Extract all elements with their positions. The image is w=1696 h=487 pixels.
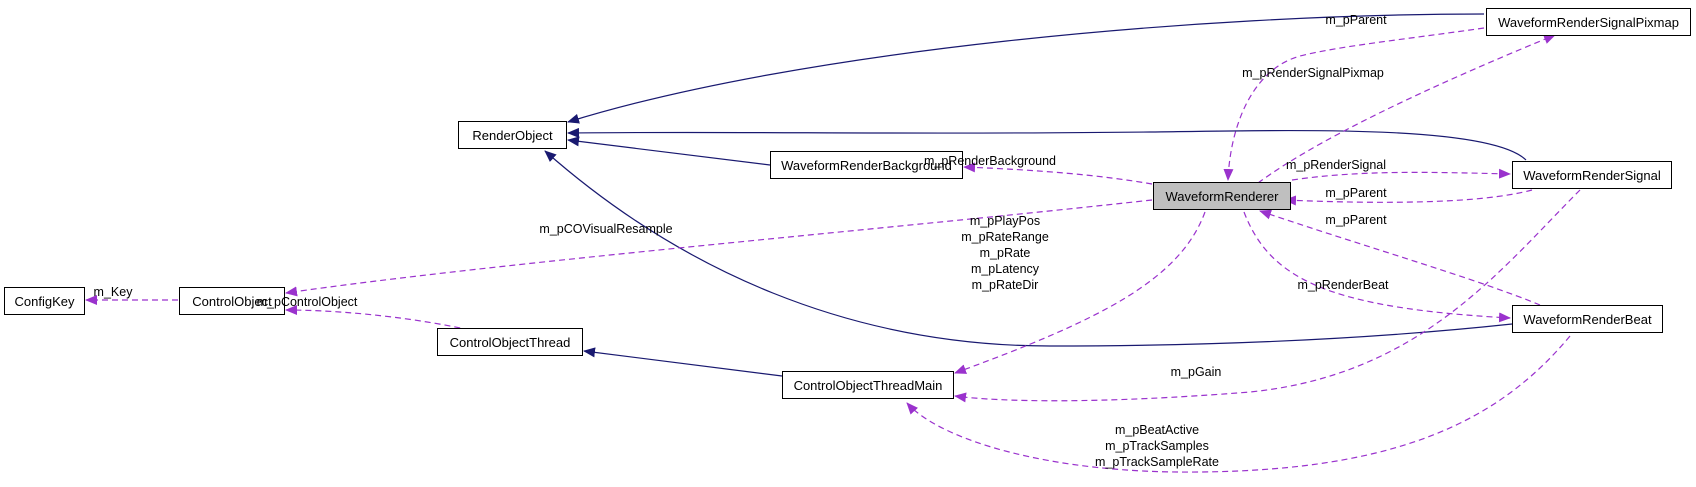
edge-gain [954,189,1581,403]
node-waveform-render-beat[interactable]: WaveformRenderBeat [1512,305,1663,333]
node-control-object-thread-main[interactable]: ControlObjectThreadMain [782,371,954,399]
label-track-sample-rate: m_pTrackSampleRate [1095,455,1219,469]
edge-threadmain-inherits-thread [583,347,783,377]
label-rate-dir: m_pRateDir [971,278,1039,292]
label-control-object: m_pControlObject [256,295,358,309]
label-beat-thread-main: m_pBeatActive m_pTrackSamples m_pTrackSa… [1095,422,1219,470]
label-latency: m_pLatency [970,262,1040,276]
label-track-samples: m_pTrackSamples [1105,439,1209,453]
node-waveform-render-signal[interactable]: WaveformRenderSignal [1512,161,1672,189]
edge-render-signal [1291,168,1511,181]
label-render-signal-pixmap: m_pRenderSignalPixmap [1242,66,1384,80]
label-render-beat: m_pRenderBeat [1297,278,1389,292]
node-waveform-render-background[interactable]: WaveformRenderBackground [770,151,963,179]
label-co-visual-resample: m_pCOVisualResample [539,222,673,236]
edge-control-object [285,305,471,331]
label-gain: m_pGain [1170,365,1222,379]
edge-render-signal-pixmap [1257,34,1556,184]
node-waveform-render-signal-pixmap[interactable]: WaveformRenderSignalPixmap [1486,8,1691,36]
label-play-pos: m_pPlayPos [969,214,1041,228]
label-render-signal: m_pRenderSignal [1285,158,1387,172]
node-control-object[interactable]: ControlObject [179,287,285,315]
label-signal-parent: m_pParent [1325,186,1387,200]
label-beat-parent: m_pParent [1325,213,1387,227]
edge-beat-thread-main [906,335,1571,473]
node-config-key[interactable]: ConfigKey [4,287,85,315]
label-rate-range: m_pRateRange [961,230,1049,244]
edge-signal-parent [1284,189,1533,206]
edge-signal-inherits-renderobject [567,127,1527,161]
label-key: m_Key [93,285,133,299]
label-render-background: m_pRenderBackground [923,154,1057,168]
edge-beat-parent [1259,209,1541,306]
label-renderer-thread-main: m_pPlayPos m_pRateRange m_pRate m_pLaten… [961,213,1049,293]
node-waveform-renderer[interactable]: WaveformRenderer [1153,182,1291,210]
label-rate: m_pRate [979,246,1031,260]
label-beat-active: m_pBeatActive [1114,423,1200,437]
label-pixmap-parent: m_pParent [1325,13,1387,27]
edge-pixmap-inherits-renderobject [567,13,1485,124]
edge-beat-inherits-renderobject [544,150,1513,347]
node-render-object[interactable]: RenderObject [458,121,567,149]
edge-render-background [963,162,1153,185]
edge-background-inherits-renderobject [567,136,771,166]
node-control-object-thread[interactable]: ControlObjectThread [437,328,583,356]
